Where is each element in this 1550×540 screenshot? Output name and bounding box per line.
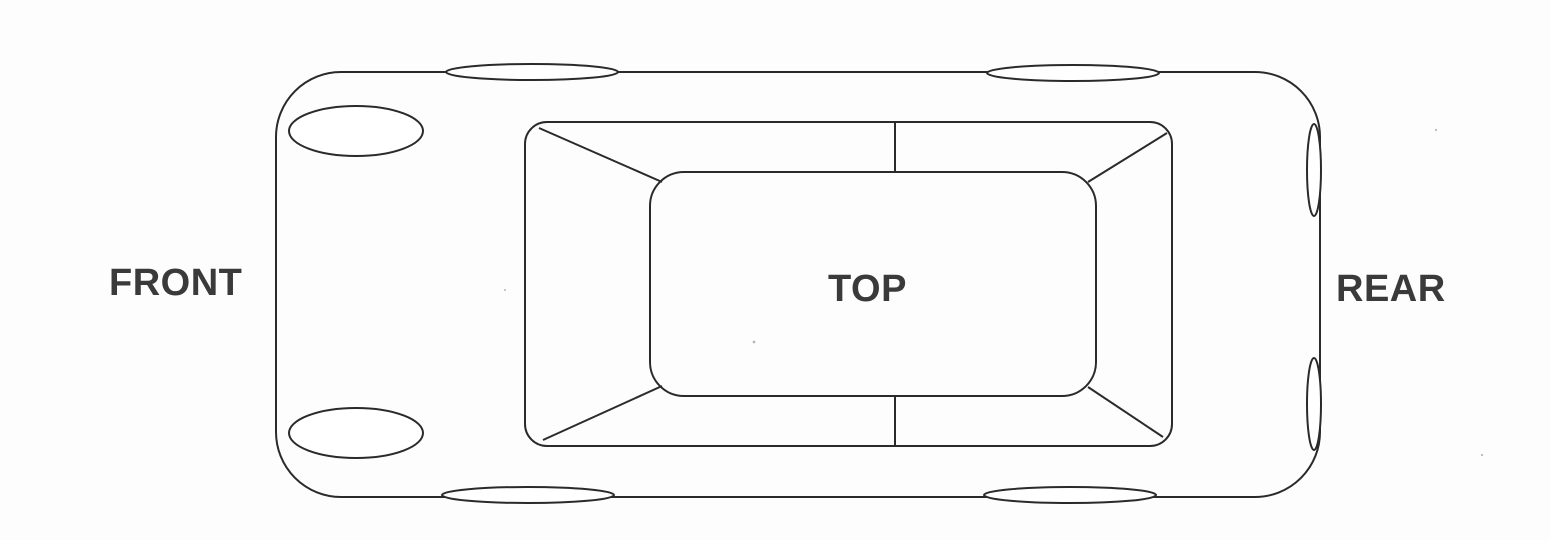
bottom-right-side-arch [983,486,1157,504]
cabin-outline [524,121,1173,447]
front-label: FRONT [109,262,243,304]
front-right-headlight [288,407,424,459]
rear-left-taillight [1306,123,1322,217]
scan-speck [504,289,506,291]
front-left-headlight [288,105,424,157]
bottom-left-side-arch [441,486,615,504]
front-left-pillar-line [538,127,663,183]
car-body-outline [275,71,1321,498]
scan-speck [1480,453,1484,457]
top-label: TOP [828,268,907,310]
rear-right-pillar-line [1087,386,1164,438]
top-right-side-arch [986,64,1160,82]
roof-panel [649,171,1097,397]
scan-speck [1434,128,1438,132]
front-right-pillar-line [542,385,663,441]
rear-right-taillight [1306,357,1322,451]
rear-label: REAR [1336,268,1446,310]
scan-speck [752,340,756,344]
top-left-side-arch [445,63,619,81]
rear-left-pillar-line [1087,132,1168,183]
